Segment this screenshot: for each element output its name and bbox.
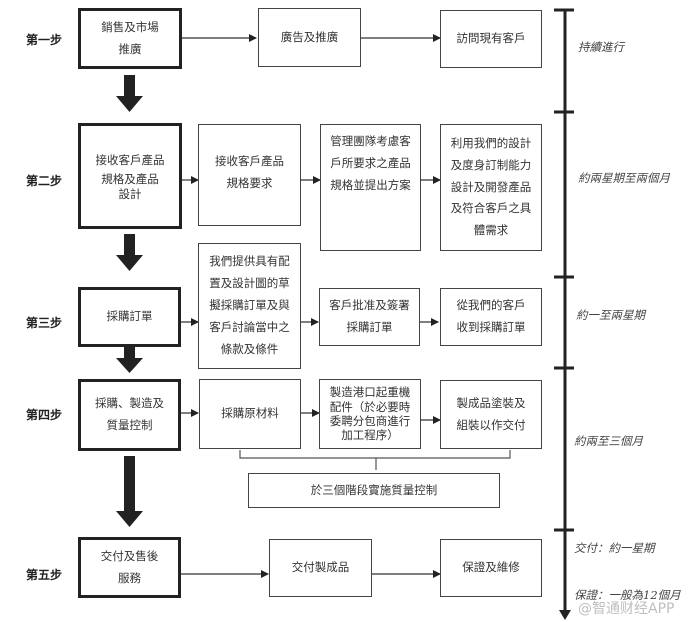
step2-box-design-develop: 利用我們的設計 及度身訂制能力 設計及開發產品 及符合客戶之具 體需求 xyxy=(440,124,542,251)
box-text: 置及設計圖的草 xyxy=(209,276,290,291)
box-text: 配件（於必要時 xyxy=(329,399,411,414)
box-text: 客戶討論當中之 xyxy=(209,319,290,334)
box-text: 規格要求 xyxy=(226,175,273,190)
box-text: 我們提供具有配 xyxy=(209,254,290,269)
box-text: 組裝以作交付 xyxy=(456,417,526,432)
box-text: 接收客戶產品 xyxy=(95,153,165,168)
down-arrow-2-3 xyxy=(116,234,143,271)
box-text: 委聘分包商進行 xyxy=(329,414,411,428)
down-arrow-4-5 xyxy=(116,456,143,527)
step1-box-advertising: 廣告及推廣 xyxy=(258,8,361,67)
box-text: 廣告及推廣 xyxy=(280,29,339,44)
step-label-5: 第五步 xyxy=(26,568,63,582)
box-text: 製成品塗裝及 xyxy=(456,395,526,410)
box-text: 戶所要求之產品 xyxy=(330,155,411,170)
box-text: 製造港口起重機 xyxy=(329,385,411,400)
box-text: 規格及產品 xyxy=(101,171,159,186)
box-text: 從我們的客戶 xyxy=(456,298,526,313)
step-label-2: 第二步 xyxy=(26,174,63,188)
step3-main-box: 採購訂單 xyxy=(78,287,181,347)
box-text: 交付製成品 xyxy=(291,560,350,575)
duration-step4: 約兩至三個月 xyxy=(574,434,643,448)
step2-box-receive-specs: 接收客戶產品 規格要求 xyxy=(198,124,301,226)
box-text: 設計及開發產品 xyxy=(450,179,532,194)
box-text: 採購原材料 xyxy=(221,406,279,421)
step4-main-box: 採購、製造及 質量控制 xyxy=(78,379,181,451)
step3-box-customer-approve: 客戶批准及簽署 採購訂單 xyxy=(319,288,420,346)
box-text: 質量控制 xyxy=(106,418,153,432)
down-arrow-3-4 xyxy=(116,346,143,373)
box-text: 交付及售後 xyxy=(100,548,159,563)
step-label-3: 第三步 xyxy=(26,316,63,330)
box-text: 採購訂單 xyxy=(106,309,153,324)
box-text: 條款及條件 xyxy=(220,341,279,356)
step2-main-box: 接收客戶產品 規格及產品 設計 xyxy=(78,123,182,229)
box-text: 採購、製造及 xyxy=(95,396,164,411)
watermark: @智通财经APP xyxy=(578,601,675,617)
box-text: 設計 xyxy=(118,186,142,201)
step2-box-management-proposal: 管理團隊考慮客 戶所要求之產品 規格並提出方案 xyxy=(320,124,421,251)
step1-main-box: 銷售及市場 推廣 xyxy=(78,8,182,69)
step1-box-visit-customers: 訪問現有客戶 xyxy=(440,10,542,68)
box-text: 保證及維修 xyxy=(462,560,520,575)
box-text: 銷售及市場 xyxy=(101,19,159,34)
box-text: 服務 xyxy=(118,570,141,585)
box-text: 及度身訂制能力 xyxy=(450,157,532,172)
box-text: 規格並提出方案 xyxy=(330,177,411,192)
box-text: 採購訂單 xyxy=(346,320,393,334)
timeline xyxy=(554,8,574,620)
box-text: 體需求 xyxy=(473,223,509,238)
step5-box-deliver: 交付製成品 xyxy=(269,539,372,597)
box-text: 收到採購訂單 xyxy=(456,320,526,334)
step4-quality-control-note: 於三個階段實施質量控制 xyxy=(248,473,500,508)
step4-box-painting-assembly: 製成品塗裝及 組裝以作交付 xyxy=(440,380,542,449)
box-text: 及符合客戶之具 xyxy=(450,201,532,216)
quality-control-bracket xyxy=(239,450,511,459)
duration-step5-delivery: 交付：約一星期 xyxy=(574,541,655,555)
duration-step1: 持續進行 xyxy=(578,40,624,54)
box-text: 客戶批准及簽署 xyxy=(329,298,410,313)
step4-box-procure-materials: 採購原材料 xyxy=(199,379,301,449)
box-text: 加工程序） xyxy=(341,428,399,443)
duration-step3: 約一至兩星期 xyxy=(576,308,645,322)
down-arrow-1-2 xyxy=(116,75,143,112)
duration-step5-warranty: 保證：一般為12個月 xyxy=(574,588,681,602)
step4-box-manufacture: 製造港口起重機 配件（於必要時 委聘分包商進行 加工程序） xyxy=(319,379,421,449)
box-text: 擬採購訂單及與 xyxy=(209,298,290,313)
step5-main-box: 交付及售後 服務 xyxy=(78,537,181,598)
box-text: 利用我們的設計 xyxy=(450,135,532,150)
box-text: 管理團隊考慮客 xyxy=(330,134,411,148)
box-text: 訪問現有客戶 xyxy=(456,31,526,46)
box-text: 推廣 xyxy=(118,41,142,56)
step-label-1: 第一步 xyxy=(26,33,63,47)
step3-box-draft-po: 我們提供具有配 置及設計圖的草 擬採購訂單及與 客戶討論當中之 條款及條件 xyxy=(198,243,301,369)
duration-step2: 約兩星期至兩個月 xyxy=(578,171,670,185)
step3-box-receive-po: 從我們的客戶 收到採購訂單 xyxy=(440,288,542,346)
step5-box-warranty: 保證及維修 xyxy=(440,539,542,597)
step-label-4: 第四步 xyxy=(26,408,63,422)
box-text: 於三個階段實施質量控制 xyxy=(310,482,438,497)
box-text: 接收客戶產品 xyxy=(215,154,284,168)
